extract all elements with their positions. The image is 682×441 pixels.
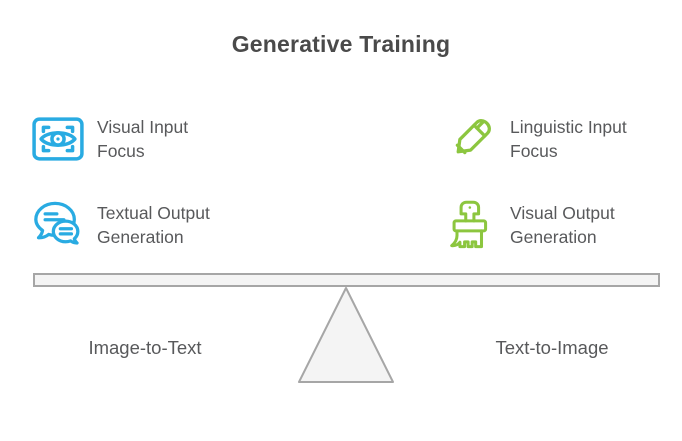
balance-beam xyxy=(33,273,660,287)
feature-label-line1: Visual Output xyxy=(510,203,615,223)
feature-label-line2: Generation xyxy=(510,227,597,247)
paint-brush-icon xyxy=(442,195,500,255)
balance-fulcrum-triangle xyxy=(298,287,394,383)
feature-label-line2: Generation xyxy=(97,227,184,247)
page-title: Generative Training xyxy=(231,31,451,57)
feature-label-line1: Visual Input xyxy=(97,117,189,137)
eye-scan-icon xyxy=(29,109,87,169)
feature-label-line2: Focus xyxy=(510,141,558,161)
feature-label-line1: Textual Output xyxy=(97,203,210,223)
chat-bubbles-icon xyxy=(29,195,87,255)
feature-label-line1: Linguistic Input xyxy=(510,117,627,137)
right-side-label: Text-to-Image xyxy=(495,337,609,358)
pen-icon xyxy=(442,109,500,169)
feature-label-line2: Focus xyxy=(97,141,145,161)
left-side-label: Image-to-Text xyxy=(88,337,202,358)
